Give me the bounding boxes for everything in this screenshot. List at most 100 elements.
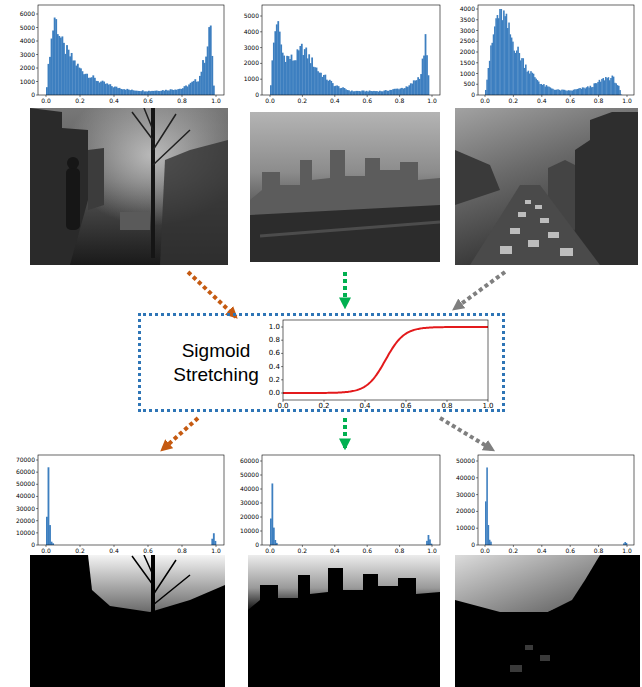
tick-mark (476, 30, 478, 31)
axis-tick-label: 10000 (456, 525, 475, 531)
axis-tick-label: 0.8 (177, 548, 187, 554)
photo-ground (250, 112, 440, 262)
tick-mark (260, 503, 262, 504)
tick-mark (80, 545, 81, 547)
tick-mark (541, 545, 542, 547)
branches (132, 555, 190, 605)
tick-mark (148, 545, 149, 547)
axis-tick-label: 40000 (240, 486, 259, 492)
tick-mark (36, 95, 38, 96)
cars (500, 200, 573, 256)
tick-mark (485, 545, 486, 547)
axis-tick-label: 0 (31, 92, 35, 98)
tick-mark (476, 73, 478, 74)
axis-tick-label: 4000 (20, 38, 35, 44)
histogram-bar (276, 543, 278, 545)
stretched-photo (455, 555, 640, 687)
histogram-bar (490, 542, 492, 545)
histogram-bar (213, 86, 215, 95)
tick-mark (570, 95, 571, 97)
tick-mark (406, 400, 407, 402)
stretched-photo (248, 555, 440, 687)
axis-tick-label: 10000 (16, 530, 35, 536)
tick-mark (260, 63, 262, 64)
tick-mark (281, 327, 283, 328)
axis-tick-label: 0.2 (298, 548, 308, 554)
tick-mark (260, 461, 262, 462)
building (455, 150, 500, 205)
axis-tick-label: 1.0 (482, 403, 493, 410)
tick-mark (365, 400, 366, 402)
axis-tick-label: 0.2 (75, 98, 85, 104)
tick-mark (432, 545, 433, 547)
road (260, 222, 440, 236)
flow-arrow (343, 272, 347, 307)
axis-tick-label: 0.2 (509, 548, 519, 554)
axis-tick-label: 70000 (16, 457, 35, 463)
axis-tick-label: 0.8 (395, 98, 405, 104)
axis-tick-label: 60000 (240, 458, 259, 464)
flow-arrow (188, 272, 236, 317)
tick-mark (260, 79, 262, 80)
tick-mark (36, 532, 38, 533)
axis-tick-label: 2000 (244, 60, 259, 66)
axis-tick-label: 2500 (460, 38, 475, 44)
axis-tick-label: 0.4 (537, 548, 547, 554)
building (30, 108, 88, 265)
axis-tick-label: 0.6 (400, 403, 411, 410)
photo-light (30, 108, 228, 265)
tick-mark (182, 545, 183, 547)
tick-mark (80, 95, 81, 97)
axis-tick-label: 4000 (244, 29, 259, 35)
axis-tick-label: 1.0 (211, 98, 221, 104)
axis-tick-label: 0.0 (277, 403, 288, 410)
tick-mark (476, 19, 478, 20)
axis-tick-label: 0 (471, 542, 475, 548)
photo-ground (248, 555, 440, 687)
tick-mark (36, 460, 38, 461)
axis-tick-label: 0.6 (143, 98, 153, 104)
tick-mark (260, 531, 262, 532)
axis-tick-label: 0.0 (269, 390, 280, 397)
sky (88, 555, 225, 612)
axis-tick-label: 3000 (20, 52, 35, 58)
tick-mark (270, 545, 271, 547)
axis-tick-label: 30000 (240, 500, 259, 506)
tick-mark (46, 545, 47, 547)
tick-mark (598, 95, 599, 97)
tick-mark (36, 41, 38, 42)
axis-tick-label: 4000 (460, 6, 475, 12)
tick-mark (334, 545, 335, 547)
axis-tick-label: 40000 (456, 475, 475, 481)
person (66, 168, 80, 230)
foreground (250, 205, 440, 262)
tick-mark (324, 400, 325, 402)
axis-tick-label: 0 (255, 92, 259, 98)
tick-mark (399, 545, 400, 547)
photo-ground (30, 555, 225, 687)
tick-mark (36, 14, 38, 15)
axis-tick-label: 0.4 (330, 98, 340, 104)
tick-mark (36, 68, 38, 69)
tree-trunk (151, 108, 155, 258)
axis-tick-label: 0.8 (594, 98, 604, 104)
tick-mark (432, 95, 433, 97)
axis-tick-label: 50000 (240, 472, 259, 478)
axis-tick-label: 0.2 (298, 98, 308, 104)
tick-mark (36, 520, 38, 521)
tick-mark (627, 545, 628, 547)
depth-photo (30, 108, 228, 265)
axis-tick-label: 30000 (16, 506, 35, 512)
tick-mark (281, 379, 283, 380)
tick-mark (281, 393, 283, 394)
tick-mark (114, 95, 115, 97)
tick-mark (114, 545, 115, 547)
tick-mark (260, 16, 262, 17)
tick-mark (270, 95, 271, 97)
axes-frame (38, 5, 224, 95)
axes-frame (262, 455, 440, 545)
axis-tick-label: 0.2 (509, 98, 519, 104)
tick-mark (36, 27, 38, 28)
axis-tick-label: 3000 (460, 28, 475, 34)
histogram-bar (214, 541, 216, 545)
